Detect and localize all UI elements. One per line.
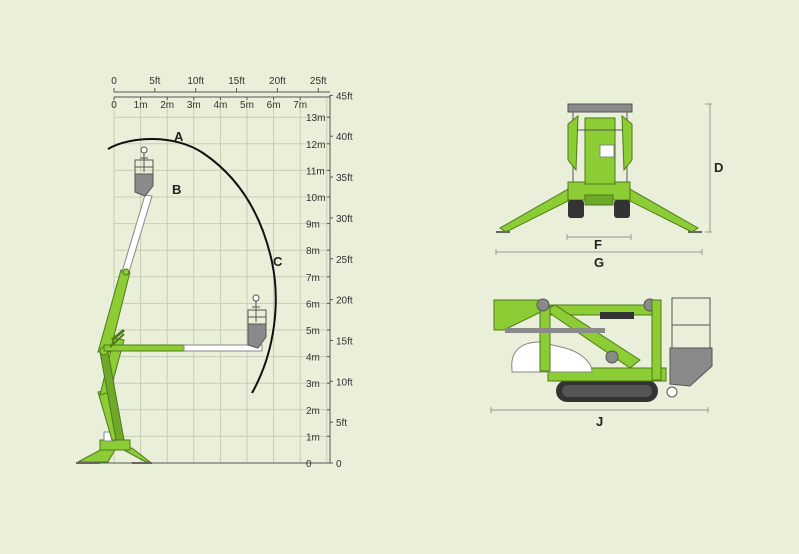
tick-label: 6m xyxy=(267,100,281,111)
tick-label: 45ft xyxy=(336,91,353,102)
basket-raised xyxy=(134,146,154,197)
tick-label: 30ft xyxy=(336,214,353,225)
tick-label: 3m xyxy=(306,379,320,390)
top-ft-ticks: 0 5ft 10ft 15ft 20ft 25ft xyxy=(111,76,327,92)
right-ft-ticks: 0 5ft 10ft 15ft 20ft 25ft 30ft 35ft 40ft 45ft xyxy=(330,91,353,470)
tick-label: 25ft xyxy=(336,255,353,266)
tick-label: 4m xyxy=(213,100,227,111)
side-view-upper-boom-raised xyxy=(121,194,153,276)
dimension-f xyxy=(566,234,632,240)
tick-label: 10ft xyxy=(336,377,353,388)
envelope-grid xyxy=(113,97,330,464)
tick-label: 5m xyxy=(306,326,320,337)
tick-label: 5ft xyxy=(149,76,160,87)
tick-label: 10m xyxy=(306,193,325,204)
label-a: A xyxy=(174,129,184,144)
tick-label: 0 xyxy=(111,100,117,111)
label-c: C xyxy=(273,254,283,269)
tick-label: 5ft xyxy=(336,418,347,429)
tick-label: 1m xyxy=(306,432,320,443)
tick-label: 9m xyxy=(306,220,320,231)
tick-label: 4m xyxy=(306,353,320,364)
label-b: B xyxy=(172,182,181,197)
top-m-ticks: 0 1m 2m 3m 4m 5m 6m 7m xyxy=(111,97,307,111)
label-g: G xyxy=(594,255,604,270)
side-view-boom-horizontal xyxy=(103,333,263,352)
tick-label: 25ft xyxy=(310,76,327,87)
right-m-ticks: 0 1m 2m 3m 4m 5m 6m 7m 8m 9m 10m 11m 12m 13m xyxy=(306,113,330,470)
tick-label: 0 xyxy=(306,459,312,470)
label-f: F xyxy=(594,237,602,252)
tick-label: 13m xyxy=(306,113,325,124)
tick-label: 20ft xyxy=(269,76,286,87)
tick-label: 12m xyxy=(306,140,325,151)
transport-view xyxy=(493,297,713,402)
label-j: J xyxy=(596,414,603,429)
side-view-lower-boom xyxy=(97,269,131,441)
dimension-j xyxy=(490,407,709,413)
tick-label: 10ft xyxy=(187,76,204,87)
tick-label: 11m xyxy=(306,166,325,177)
side-view-base xyxy=(76,431,152,464)
tick-label: 15ft xyxy=(228,76,245,87)
basket-horizontal xyxy=(247,294,267,349)
reach-envelope-curve xyxy=(107,138,277,394)
tick-label: 1m xyxy=(134,100,148,111)
dimension-g xyxy=(495,249,703,255)
dimension-d xyxy=(705,103,712,233)
tick-label: 2m xyxy=(160,100,174,111)
label-d: D xyxy=(714,160,723,175)
tick-label: 40ft xyxy=(336,132,353,143)
tick-label: 5m xyxy=(240,100,254,111)
tick-label: 7m xyxy=(293,100,307,111)
tick-label: 3m xyxy=(187,100,201,111)
tick-label: 35ft xyxy=(336,173,353,184)
front-view xyxy=(496,103,702,233)
tick-label: 0 xyxy=(111,76,117,87)
tick-label: 2m xyxy=(306,406,320,417)
tick-label: 20ft xyxy=(336,296,353,307)
tick-label: 7m xyxy=(306,273,320,284)
tick-label: 0 xyxy=(336,459,342,470)
tick-label: 8m xyxy=(306,246,320,257)
tick-label: 6m xyxy=(306,299,320,310)
tick-label: 15ft xyxy=(336,336,353,347)
